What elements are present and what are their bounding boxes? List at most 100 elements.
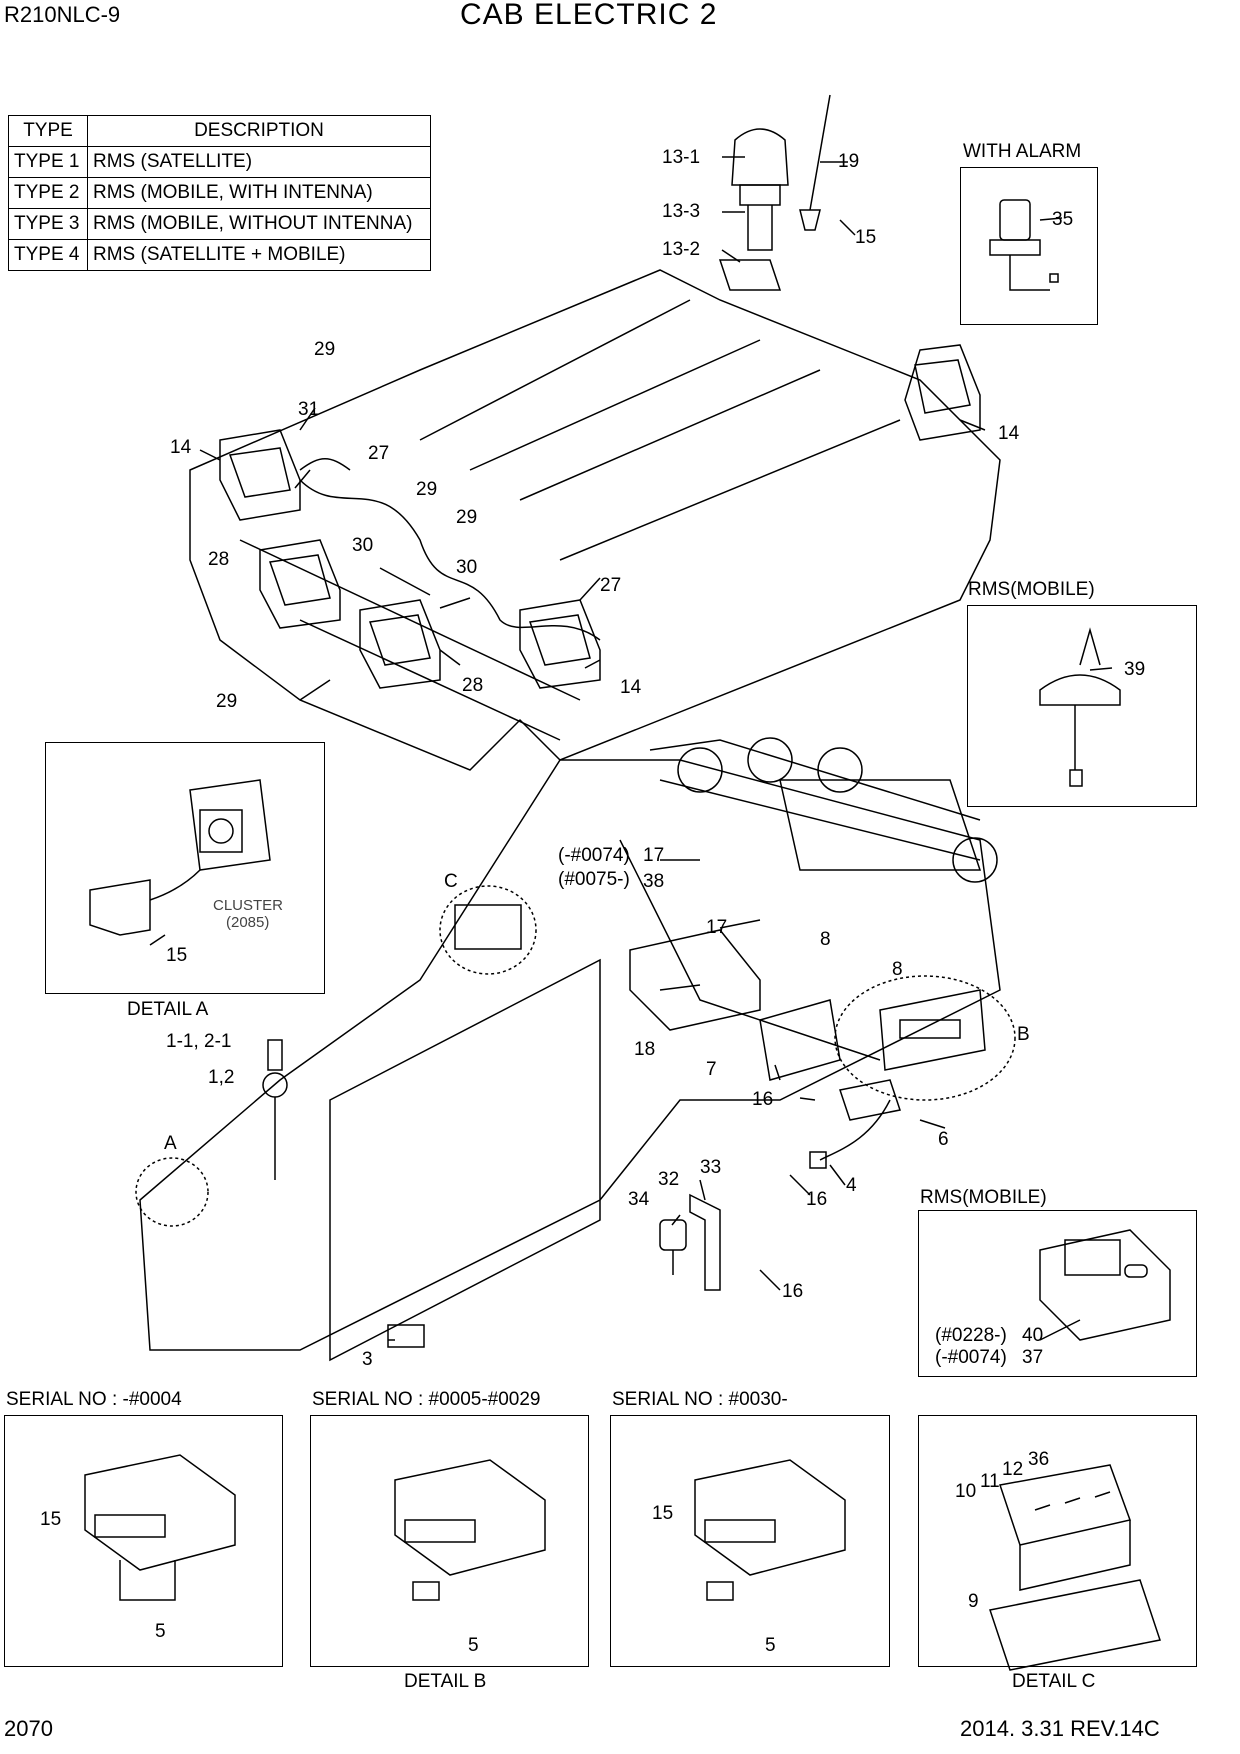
callout: 5 bbox=[155, 1621, 166, 1642]
callout: 5 bbox=[765, 1635, 776, 1656]
radio-unit-icon bbox=[394, 1459, 546, 1601]
buzzer-icon bbox=[659, 1219, 687, 1275]
serial-range: (#0075-) bbox=[558, 869, 630, 890]
radio-unit-icon bbox=[879, 989, 986, 1071]
serial-caption: SERIAL NO : #0030- bbox=[612, 1389, 788, 1410]
description-cell: RMS (SATELLITE) bbox=[87, 146, 431, 178]
callout: 29 bbox=[216, 691, 238, 712]
detail-a-marker bbox=[135, 1157, 209, 1227]
callout: 16 bbox=[806, 1189, 828, 1210]
callout: 14 bbox=[170, 437, 192, 458]
callout: 15 bbox=[166, 945, 188, 966]
detail-c-marker bbox=[439, 885, 537, 975]
serial-3-frame bbox=[610, 1415, 890, 1667]
callout: 12 bbox=[1002, 1459, 1024, 1480]
rms-mobile-caption: RMS(MOBILE) bbox=[920, 1187, 1047, 1208]
type-cell: TYPE 1 bbox=[8, 146, 88, 178]
callout: 35 bbox=[1052, 209, 1074, 230]
callout: 17 bbox=[643, 845, 665, 866]
description-cell: RMS (SATELLITE + MOBILE) bbox=[87, 239, 431, 271]
detail-c-letter: C bbox=[444, 871, 458, 892]
callout: 32 bbox=[658, 1169, 680, 1190]
lamp-harness-branch bbox=[299, 458, 351, 471]
socket-icon bbox=[387, 1324, 425, 1348]
callout: 14 bbox=[998, 423, 1020, 444]
detail-b-caption: DETAIL B bbox=[404, 1671, 487, 1692]
rms-mobile-module-frame bbox=[918, 1210, 1197, 1377]
callout: 10 bbox=[955, 1481, 977, 1502]
detail-c-frame bbox=[918, 1415, 1197, 1667]
model-code: R210NLC-9 bbox=[4, 2, 121, 27]
callout: 27 bbox=[600, 575, 622, 596]
type-table-header: TYPE DESCRIPTION bbox=[8, 115, 431, 147]
console-tray bbox=[779, 779, 982, 871]
gauge-hole bbox=[817, 747, 863, 793]
gauge-hole bbox=[747, 737, 793, 783]
callout: 13-2 bbox=[662, 239, 701, 260]
work-lamp-icon bbox=[259, 539, 341, 629]
callout: 30 bbox=[352, 535, 374, 556]
callout: 5 bbox=[468, 1635, 479, 1656]
callout: 8 bbox=[892, 959, 903, 980]
roof-edge-lines bbox=[239, 539, 581, 741]
table-row: TYPE 4 RMS (SATELLITE + MOBILE) bbox=[8, 239, 431, 271]
callout: 29 bbox=[314, 339, 336, 360]
callout: 31 bbox=[298, 399, 320, 420]
rms-mobile-module-icon bbox=[1039, 1229, 1171, 1341]
callout: 29 bbox=[416, 479, 438, 500]
callout: 40 bbox=[1022, 1325, 1044, 1346]
col-type-header: TYPE bbox=[8, 115, 88, 147]
callout: 38 bbox=[643, 871, 665, 892]
with-alarm-frame bbox=[960, 167, 1098, 325]
antenna-icon bbox=[799, 94, 831, 231]
gauge-hole bbox=[952, 837, 998, 883]
module-icon bbox=[839, 1079, 901, 1121]
module-cable bbox=[819, 1099, 891, 1161]
type-cell: TYPE 4 bbox=[8, 239, 88, 271]
callout: 3 bbox=[362, 1349, 373, 1370]
description-cell: RMS (MOBILE, WITHOUT INTENNA) bbox=[87, 208, 431, 240]
callout: 13-3 bbox=[662, 201, 701, 222]
callout: 19 bbox=[838, 151, 860, 172]
callout: 33 bbox=[700, 1157, 722, 1178]
callout: 1-1, 2-1 bbox=[166, 1031, 232, 1052]
serial-caption: SERIAL NO : #0005-#0029 bbox=[312, 1389, 541, 1410]
callout: 6 bbox=[938, 1129, 949, 1150]
leader-lines-roof bbox=[199, 217, 1063, 701]
work-lamp-icon bbox=[904, 344, 981, 441]
serial-2-frame bbox=[310, 1415, 589, 1667]
callout: 15 bbox=[855, 227, 877, 248]
rms-bracket bbox=[629, 929, 761, 1031]
detail-a-frame bbox=[45, 742, 325, 994]
rms-controller-icon bbox=[759, 999, 841, 1081]
console-side-panel bbox=[329, 958, 601, 1362]
callout: 29 bbox=[456, 507, 478, 528]
with-alarm-caption: WITH ALARM bbox=[963, 141, 1082, 162]
leader-lines-top bbox=[721, 156, 856, 263]
cluster-label: CLUSTER bbox=[213, 897, 284, 914]
callout: 17 bbox=[706, 917, 728, 938]
switch-panel-detail-icon bbox=[989, 1464, 1161, 1671]
callout: 18 bbox=[634, 1039, 656, 1060]
cab-roof-outline bbox=[189, 269, 1001, 771]
serial-range: (#0228-) bbox=[935, 1325, 1007, 1346]
serial-range: (-#0074) bbox=[935, 1347, 1007, 1368]
callout: 28 bbox=[208, 549, 230, 570]
callout: 7 bbox=[706, 1059, 717, 1080]
callout: 15 bbox=[652, 1503, 674, 1524]
alarm-beacon-icon bbox=[989, 199, 1059, 291]
key-switch-icon bbox=[262, 1039, 288, 1180]
console-panel-lines bbox=[619, 739, 981, 1061]
gauge-hole bbox=[677, 747, 723, 793]
work-lamp-icon bbox=[519, 599, 601, 689]
detail-b-letter: B bbox=[1017, 1024, 1030, 1045]
work-lamp-icon bbox=[359, 599, 441, 689]
callout: 15 bbox=[40, 1509, 62, 1530]
page-title: CAB ELECTRIC 2 bbox=[460, 0, 718, 31]
type-cell: TYPE 2 bbox=[8, 177, 88, 209]
leader-lines-console bbox=[149, 667, 1113, 1341]
rms-mobile-caption: RMS(MOBILE) bbox=[968, 579, 1095, 600]
callout: 16 bbox=[752, 1089, 774, 1110]
serial-caption: SERIAL NO : -#0004 bbox=[6, 1389, 182, 1410]
